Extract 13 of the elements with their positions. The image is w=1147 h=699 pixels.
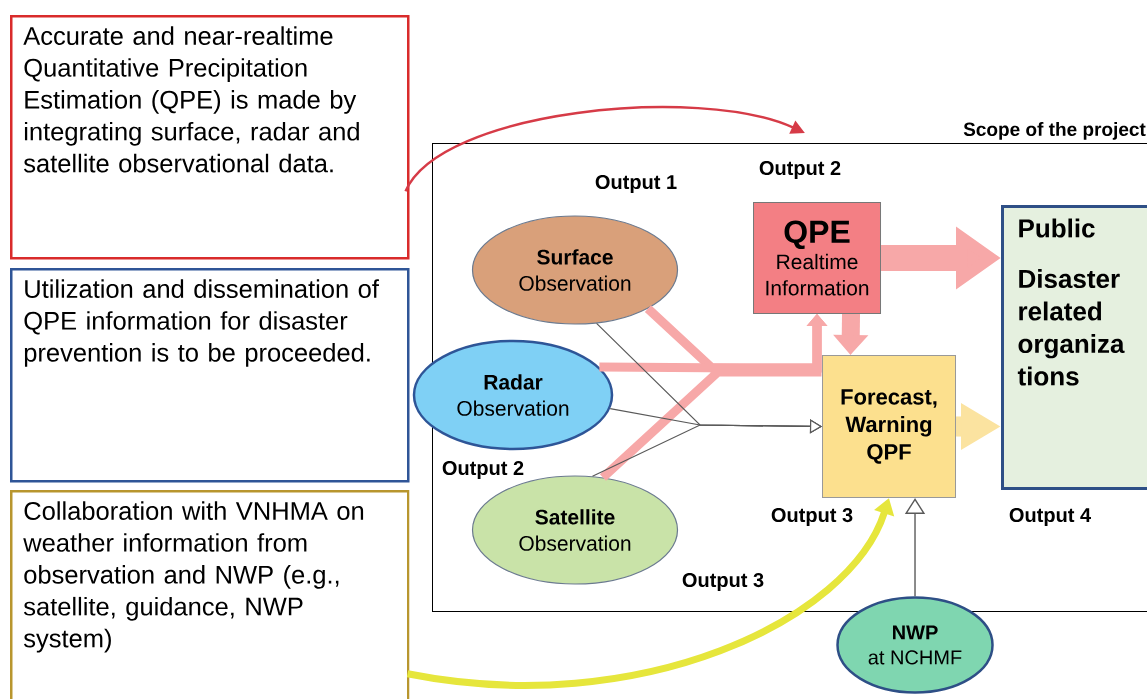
output-label: Output 3: [682, 572, 764, 592]
recipient-box: Public Disaster related organiza tions: [1001, 205, 1147, 490]
qpe-box: QPE Realtime Information: [753, 202, 881, 314]
output-label: Output 1: [595, 174, 677, 194]
forecast-box: Forecast, Warning QPF: [822, 355, 956, 498]
node-label: Scope of the project: [963, 122, 1146, 140]
arrow: [591, 419, 822, 477]
text-box: Collaboration with VNHMA on weather information from observation and NWP (e.g., satellite, guidance, NWP system): [10, 490, 410, 699]
output-label: Output 2: [759, 160, 841, 180]
text-box: Accurate and near-realtime Quantitative Precipitation Estimation (QPE) is made by integrating surface, radar and satellite observational data.: [10, 15, 410, 260]
output-label: Output 3: [771, 507, 853, 527]
text-box: Utilization and dissemination of QPE information for disaster prevention is to be proceeded.: [10, 268, 410, 483]
output-label: Output 4: [1009, 507, 1091, 527]
